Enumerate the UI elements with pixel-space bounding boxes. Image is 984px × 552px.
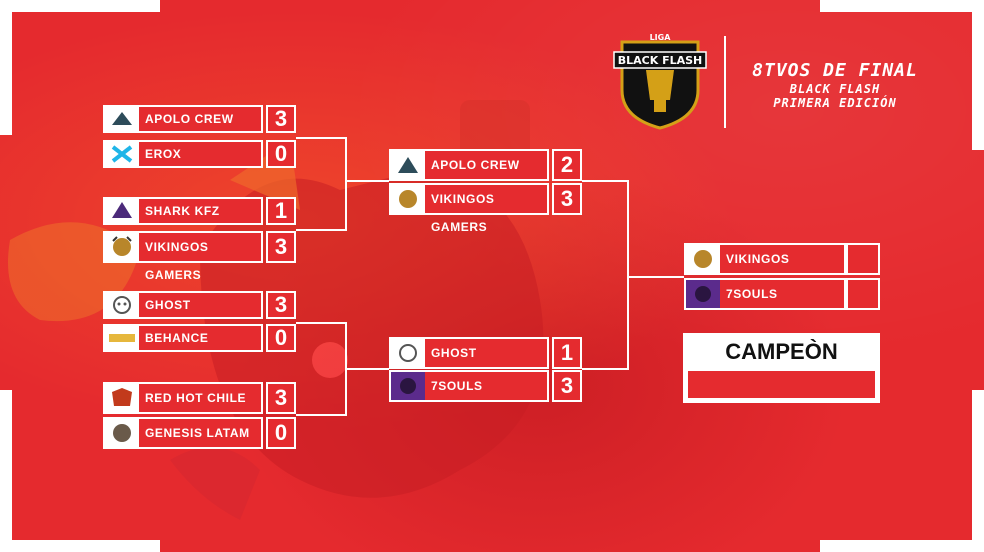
team-logo-icon (391, 339, 425, 367)
team-score: 1 (552, 337, 582, 369)
champion-slot (688, 371, 875, 398)
team-score: 3 (552, 183, 582, 215)
connector (296, 322, 346, 324)
team-name: 7SOULS (431, 379, 483, 393)
match-team: 7SOULS (389, 370, 549, 402)
frame-corner-bottom-right-v (972, 390, 984, 552)
team-name: 7SOULS (726, 287, 778, 301)
connector (345, 368, 389, 370)
connector (627, 180, 629, 370)
match-team: GHOST SKELETON (389, 337, 549, 388)
frame-corner-bottom-left (0, 540, 160, 552)
match-team: 7SOULS (684, 278, 846, 310)
frame-corner-top-left-v (0, 0, 12, 135)
team-score: 3 (266, 291, 296, 319)
frame-corner-bottom-right (820, 540, 984, 552)
team-score: 2 (552, 149, 582, 181)
match-team: VIKINGOS GAMERS (389, 183, 549, 234)
team-name: GENESIS LATAM (145, 426, 250, 440)
team-logo-icon (686, 280, 720, 308)
team-score: 3 (266, 382, 296, 414)
frame-corner-top-right (820, 0, 984, 12)
team-score: 1 (266, 197, 296, 225)
team-name: BEHANCE (145, 331, 209, 345)
match-team: RED HOT CHILE (103, 382, 263, 414)
team-name: RED HOT CHILE (145, 391, 247, 405)
connector (627, 276, 684, 278)
team-name: EROX (145, 147, 182, 161)
team-score (846, 278, 880, 310)
team-score: 3 (552, 370, 582, 402)
logo-top-text: LIGA (650, 33, 672, 42)
header-title: 8TVOS DE FINAL (752, 60, 918, 81)
match-team: SHARK KFZ (103, 197, 263, 225)
connector (296, 229, 346, 231)
team-logo-icon (391, 151, 425, 179)
match-team: APOLO CREW (389, 149, 549, 181)
team-score: 3 (266, 231, 296, 263)
team-logo-icon (105, 419, 139, 447)
match-team: GHOST SKELETON (103, 291, 263, 336)
match-team: EROX (103, 140, 263, 168)
team-logo-icon (105, 293, 139, 317)
match-team: BEHANCE (103, 324, 263, 352)
team-score: 3 (266, 105, 296, 133)
connector (345, 137, 347, 231)
team-name: VIKINGOS GAMERS (145, 240, 209, 282)
match-team: GENESIS LATAM (103, 417, 263, 449)
team-logo-icon (686, 245, 720, 273)
team-name: APOLO CREW (145, 112, 234, 126)
team-score: 0 (266, 324, 296, 352)
team-score (846, 243, 880, 275)
header-subtitle-1: BLACK FLASH (789, 82, 881, 96)
frame-corner-top-right-v (972, 0, 984, 150)
team-score: 0 (266, 140, 296, 168)
connector (345, 180, 389, 182)
connector (296, 414, 346, 416)
header: 8TVOS DE FINAL BLACK FLASH PRIMERA EDICI… (745, 60, 925, 110)
frame-corner-bottom-left-v (0, 390, 12, 552)
connector (582, 180, 628, 182)
team-name: APOLO CREW (431, 158, 520, 172)
match-team: VIKINGOS GAMERS (684, 243, 846, 294)
frame-corner-top-left (0, 0, 160, 12)
champion-box: CAMPEÒN (683, 333, 880, 403)
header-subtitle-2: PRIMERA EDICIÓN (773, 96, 897, 110)
team-logo-icon (105, 326, 139, 350)
team-logo-icon (105, 233, 139, 261)
team-logo-icon (105, 384, 139, 412)
connector (582, 368, 628, 370)
team-logo-icon (105, 199, 139, 223)
team-logo-icon (391, 372, 425, 400)
header-divider (724, 36, 726, 128)
logo-main-text: BLACK FLASH (618, 54, 703, 67)
connector (296, 137, 346, 139)
team-name: VIKINGOS GAMERS (431, 192, 495, 234)
team-score: 0 (266, 417, 296, 449)
champion-label: CAMPEÒN (725, 339, 838, 364)
team-logo-icon (105, 142, 139, 166)
match-team: APOLO CREW (103, 105, 263, 133)
team-logo-icon (105, 107, 139, 131)
match-team: VIKINGOS GAMERS (103, 231, 263, 282)
team-name: SHARK KFZ (145, 204, 220, 218)
league-logo: LIGA BLACK FLASH (613, 33, 707, 130)
team-logo-icon (391, 185, 425, 213)
